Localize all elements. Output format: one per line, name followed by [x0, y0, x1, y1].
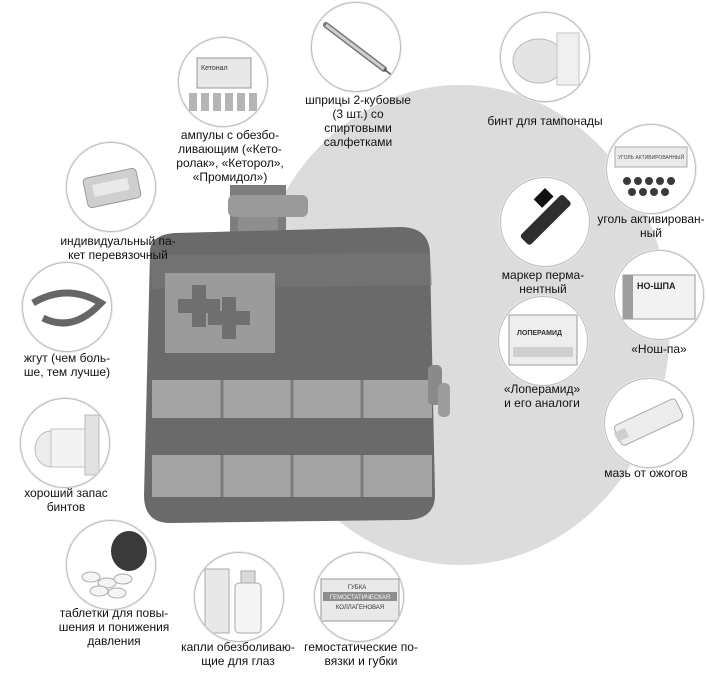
ampoules-thumbnail: Кетонал: [178, 37, 268, 127]
tourniquet-thumbnail: [22, 262, 112, 352]
syringes-label: шприцы 2-кубовые (3 шт.) со спиртовыми с…: [305, 93, 411, 149]
loperamide-thumbnail: ЛОПЕРАМИД: [498, 296, 588, 386]
permanent-marker-thumbnail: [500, 177, 590, 267]
loperamide-label: «Лоперамид» и его аналоги: [503, 382, 581, 410]
pills-thumbnail: [66, 520, 156, 610]
hemostatic-label: гемостатические по- вязки и губки: [304, 640, 418, 668]
pills-label: таблетки для повы- шения и понижения дав…: [58, 606, 170, 648]
bandages-thumbnail: [20, 398, 110, 488]
syringes-thumbnail: [311, 2, 401, 92]
dressing-packet-thumbnail: [66, 142, 156, 232]
charcoal-box-text: УГОЛЬ АКТИВИРОВАННЫЙ: [618, 153, 684, 161]
first-aid-pouch-image: [144, 185, 450, 523]
bandages-label: хороший запас бинтов: [24, 486, 108, 514]
sponge-text-1: ГУБКА: [348, 585, 367, 591]
burn-ointment-thumbnail: [604, 378, 694, 468]
tamponade-bandage-label: бинт для тампонады: [487, 114, 603, 128]
tamponade-bandage-thumbnail: [500, 12, 590, 102]
burn-ointment-label: мазь от ожогов: [604, 466, 688, 480]
sponge-text-2: ГЕМОСТАТИЧЕСКАЯ: [330, 595, 390, 601]
dressing-packet-label: индивидуальный па- кет перевязочный: [60, 234, 176, 262]
tourniquet-label: жгут (чем боль- ше, тем лучше): [23, 351, 111, 379]
hemostatic-sponge-thumbnail: ГУБКА ГЕМОСТАТИЧЕСКАЯ КОЛЛАГЕНОВАЯ: [314, 552, 404, 642]
ketonal-box-text: Кетонал: [201, 65, 228, 72]
loperamide-box-text: ЛОПЕРАМИД: [517, 330, 562, 337]
permanent-marker-label: маркер перма- нентный: [501, 268, 585, 296]
nospa-thumbnail: НО-ШПА: [614, 250, 704, 340]
nospa-label: «Нош-па»: [631, 342, 687, 356]
activated-charcoal-thumbnail: УГОЛЬ АКТИВИРОВАННЫЙ: [606, 124, 696, 214]
ampoules-label: ампулы с обезбо- ливающим («Кето- ролак»…: [176, 128, 284, 184]
sponge-text-3: КОЛЛАГЕНОВАЯ: [336, 605, 384, 611]
eye-drops-thumbnail: [194, 552, 284, 642]
eye-drops-label: капли обезболиваю- щие для глаз: [181, 640, 295, 668]
activated-charcoal-label: уголь активирован- ный: [597, 212, 705, 240]
nospa-box-text: НО-ШПА: [637, 281, 676, 291]
